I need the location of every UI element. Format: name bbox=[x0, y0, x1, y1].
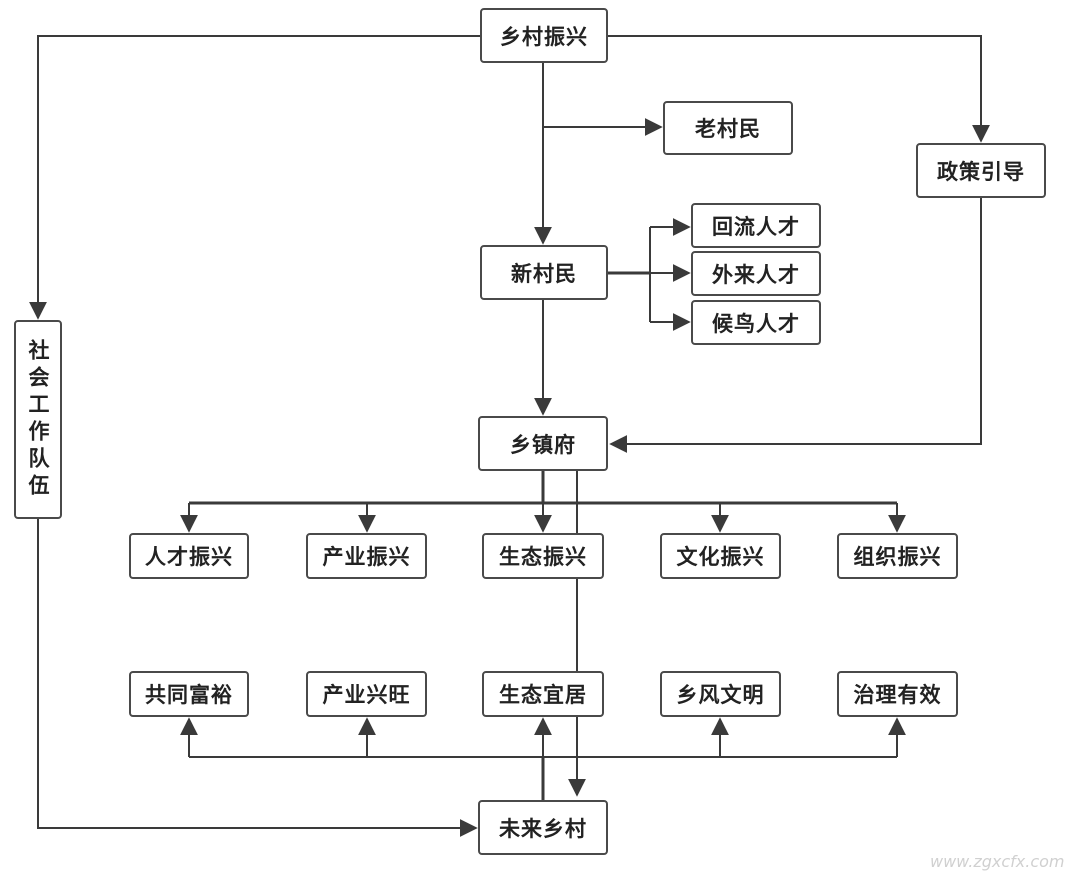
node-livable-ecology: 生态宜居 bbox=[482, 671, 604, 717]
node-talent-revitalization: 人才振兴 bbox=[129, 533, 249, 579]
node-policy-guidance: 政策引导 bbox=[916, 143, 1046, 198]
watermark: www.zgxcfx.com bbox=[930, 852, 1065, 871]
node-returning-talent: 回流人才 bbox=[691, 203, 821, 248]
node-outside-talent: 外来人才 bbox=[691, 251, 821, 296]
edge-policy-to-township bbox=[609, 198, 982, 453]
node-social-work-team: 社会工作队伍 bbox=[14, 320, 62, 519]
node-township-government: 乡镇府 bbox=[478, 416, 608, 471]
node-civilized-rural-customs: 乡风文明 bbox=[660, 671, 781, 717]
node-cultural-revitalization: 文化振兴 bbox=[660, 533, 781, 579]
node-effective-governance: 治理有效 bbox=[837, 671, 958, 717]
edge-social-team-to-future bbox=[37, 519, 478, 837]
node-organizational-revitalization: 组织振兴 bbox=[837, 533, 958, 579]
node-future-village: 未来乡村 bbox=[478, 800, 608, 855]
node-industry-revitalization: 产业振兴 bbox=[306, 533, 427, 579]
node-common-prosperity: 共同富裕 bbox=[129, 671, 249, 717]
node-prosperous-industry: 产业兴旺 bbox=[306, 671, 427, 717]
node-ecological-revitalization: 生态振兴 bbox=[482, 533, 604, 579]
edge-revitalization-to-social-team bbox=[29, 35, 480, 320]
node-migratory-talent: 候鸟人才 bbox=[691, 300, 821, 345]
edge-revitalization-to-policy bbox=[608, 35, 990, 143]
node-rural-revitalization: 乡村振兴 bbox=[480, 8, 608, 63]
node-new-villagers: 新村民 bbox=[480, 245, 608, 300]
node-old-villagers: 老村民 bbox=[663, 101, 793, 155]
